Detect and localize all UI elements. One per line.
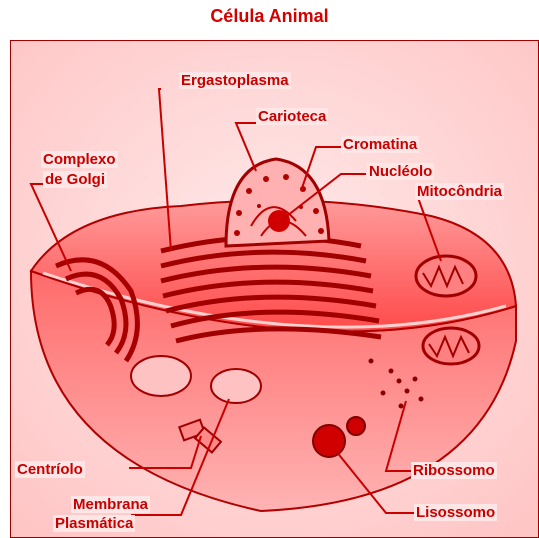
label-mitocondria: Mitocôndria <box>415 183 504 200</box>
label-membrana-line1: Membrana <box>71 496 150 513</box>
label-complexo-golgi-line2: de Golgi <box>43 171 107 188</box>
lisossomo <box>313 425 345 457</box>
vacuole <box>211 369 261 403</box>
nucleolo <box>268 210 290 232</box>
vacuole <box>131 356 191 396</box>
label-ribossomo: Ribossomo <box>411 462 497 479</box>
label-nucleolo: Nucléolo <box>367 163 434 180</box>
label-carioteca: Carioteca <box>256 108 328 125</box>
label-cromatina: Cromatina <box>341 136 419 153</box>
diagram-frame: Ergastoplasma Carioteca Cromatina Nucléo… <box>10 40 539 538</box>
lisossomo <box>347 417 365 435</box>
label-membrana-line2: Plasmática <box>53 515 135 532</box>
label-centriolo: Centríolo <box>15 461 85 478</box>
page-title: Célula Animal <box>0 6 539 27</box>
label-complexo-golgi-line1: Complexo <box>41 151 118 168</box>
label-lisossomo: Lisossomo <box>414 504 497 521</box>
label-ergastoplasma: Ergastoplasma <box>179 72 291 89</box>
